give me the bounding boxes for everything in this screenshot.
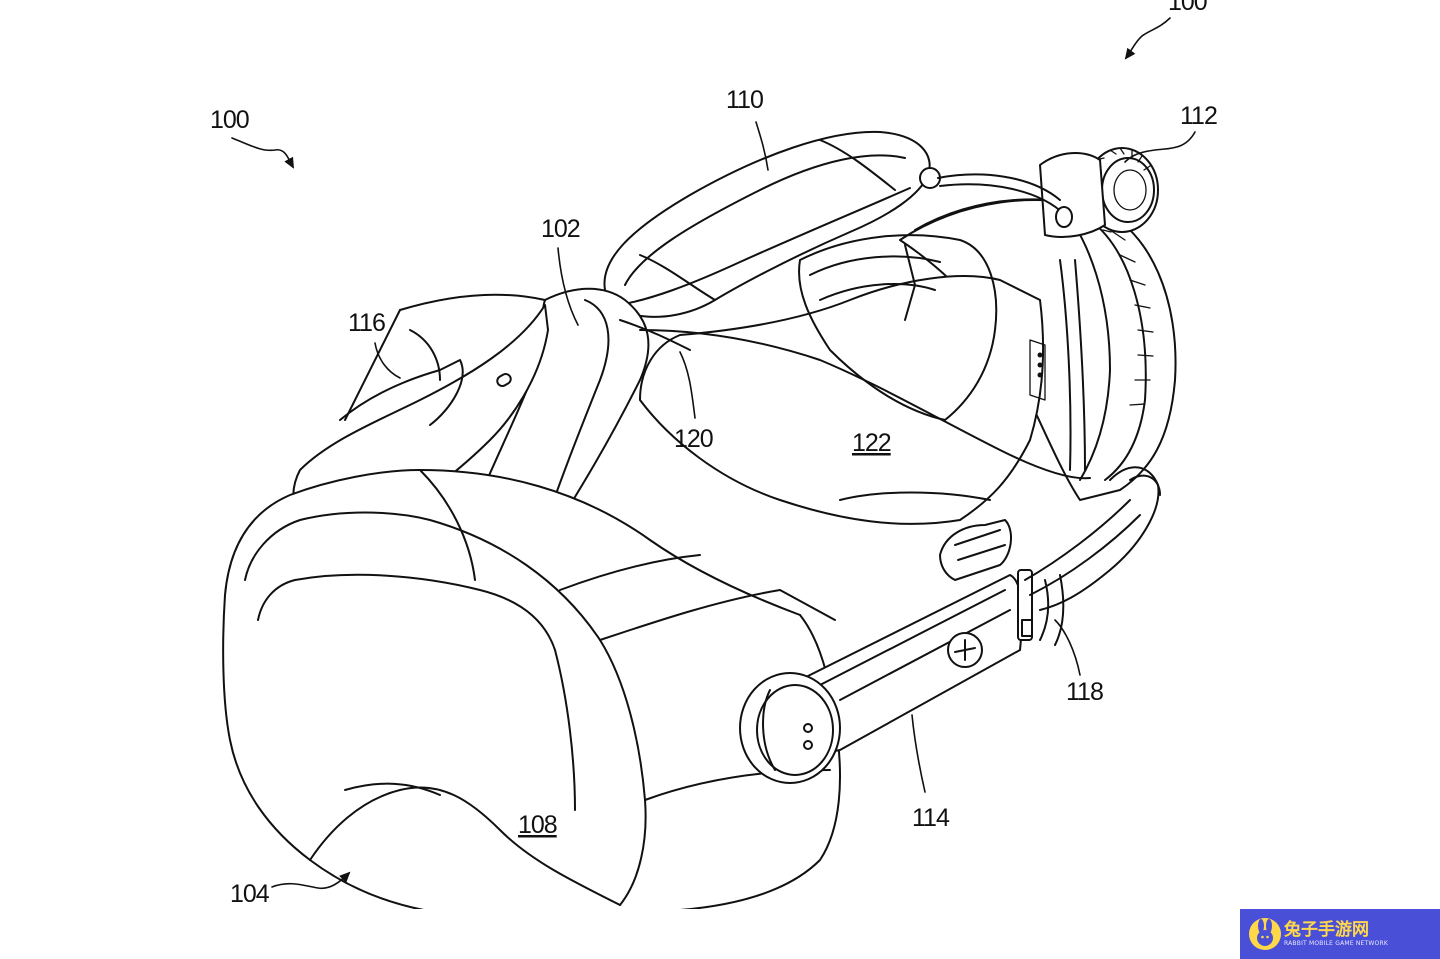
front-unit: [222, 293, 841, 909]
watermark-title: 兔子手游网: [1284, 919, 1369, 940]
rabbit-icon: [1249, 918, 1281, 950]
label-100-top: 100: [1168, 0, 1207, 16]
label-104: 104: [230, 880, 270, 908]
label-108: 108: [518, 811, 557, 839]
label-122: 122: [852, 429, 891, 457]
label-102: 102: [541, 215, 580, 243]
rear-cable: [1024, 259, 1161, 646]
head-strap: [603, 130, 1073, 318]
watermark-subtitle: RABBIT MOBILE GAME NETWORK: [1284, 939, 1388, 947]
site-watermark: 兔子手游网 RABBIT MOBILE GAME NETWORK: [1240, 909, 1440, 959]
reference-numerals: 100 100 110 112 102 116 120 122 118 114 …: [210, 0, 1218, 908]
label-114: 114: [912, 804, 950, 832]
label-110: 110: [726, 86, 763, 114]
adjust-knob: [1039, 147, 1159, 238]
side-arm: [739, 519, 1033, 784]
label-118: 118: [1066, 678, 1103, 706]
label-112: 112: [1180, 102, 1217, 130]
leader-lines: [231, 17, 1196, 890]
interior-cushion: [639, 234, 1046, 525]
vr-headset-line-drawing: 100 100 110 112 102 116 120 122 118 114 …: [210, 0, 1218, 909]
label-116: 116: [348, 309, 385, 337]
label-120: 120: [674, 425, 713, 453]
label-100: 100: [210, 106, 249, 134]
